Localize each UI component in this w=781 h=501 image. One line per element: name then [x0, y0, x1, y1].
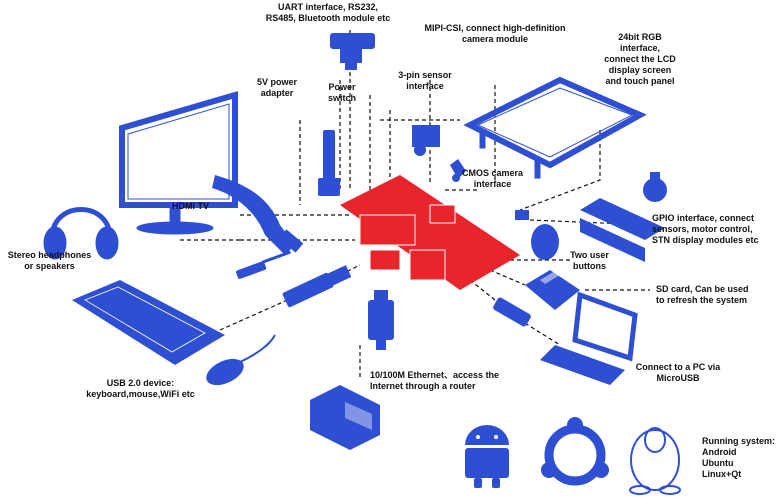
- cmos-camera-icon: [450, 159, 466, 182]
- ethernet-label: 10/100M Ethernet、access the Internet thr…: [370, 370, 500, 391]
- sdcard-label: SD card, Can be used to refresh the syst…: [656, 284, 749, 305]
- board-icon: [340, 175, 520, 290]
- monitor-icon: [119, 90, 238, 235]
- mipi-label: MIPI-CSI, connect high-definition camera…: [424, 23, 566, 44]
- ubuntu-icon: [541, 417, 609, 486]
- usb-label: USB 2.0 device: keyboard,mouse,WiFi etc: [86, 378, 195, 399]
- tux-icon: [629, 427, 681, 495]
- gpio-label: GPIO interface, connect sensors, motor c…: [652, 213, 759, 245]
- mouse-icon: [206, 334, 276, 386]
- uart-label: UART interface, RS232, RS485, Bluetooth …: [265, 2, 391, 23]
- usb-plug-icon: [282, 265, 352, 308]
- ethernet-plug-icon: [368, 290, 394, 350]
- keyboard-icon: [72, 280, 225, 365]
- microusb-plug-icon: [493, 297, 531, 327]
- rgb-label: 24bit RGB interface, connect the LCD dis…: [604, 32, 676, 86]
- router-icon: [310, 385, 380, 450]
- user-buttons-label: Two user buttons: [570, 250, 609, 271]
- gpio-module-icon: [580, 198, 665, 262]
- android-icon: [465, 425, 509, 488]
- user-button-icon: [515, 210, 559, 260]
- db9-connector-icon: [330, 33, 375, 70]
- headphones-label: Stereo headphones or speakers: [7, 250, 92, 271]
- headphones-icon: [43, 207, 119, 260]
- sd-card-icon: [525, 268, 580, 310]
- hdmi-cable-icon: [212, 175, 304, 255]
- laptop-icon: [540, 291, 638, 385]
- os-label: Running system: Android Ubuntu Linux+Qt: [702, 436, 776, 479]
- cmos-label: CMOS camera interface: [461, 168, 524, 189]
- power-plug-icon: [318, 130, 340, 196]
- pc-label: Connect to a PC via MicroUSB: [635, 362, 721, 383]
- sensor-label: 3-pin sensor interface: [398, 70, 452, 91]
- lcd-panel-icon: [463, 76, 647, 179]
- knob-icon: [643, 172, 667, 202]
- power-switch-label: Power switch: [327, 82, 356, 103]
- camera-module-icon: [412, 125, 440, 156]
- power-adapter-label: 5V power adapter: [256, 77, 297, 98]
- audio-jack-icon: [236, 250, 292, 279]
- hdmi-label: HDMI TV: [172, 201, 209, 211]
